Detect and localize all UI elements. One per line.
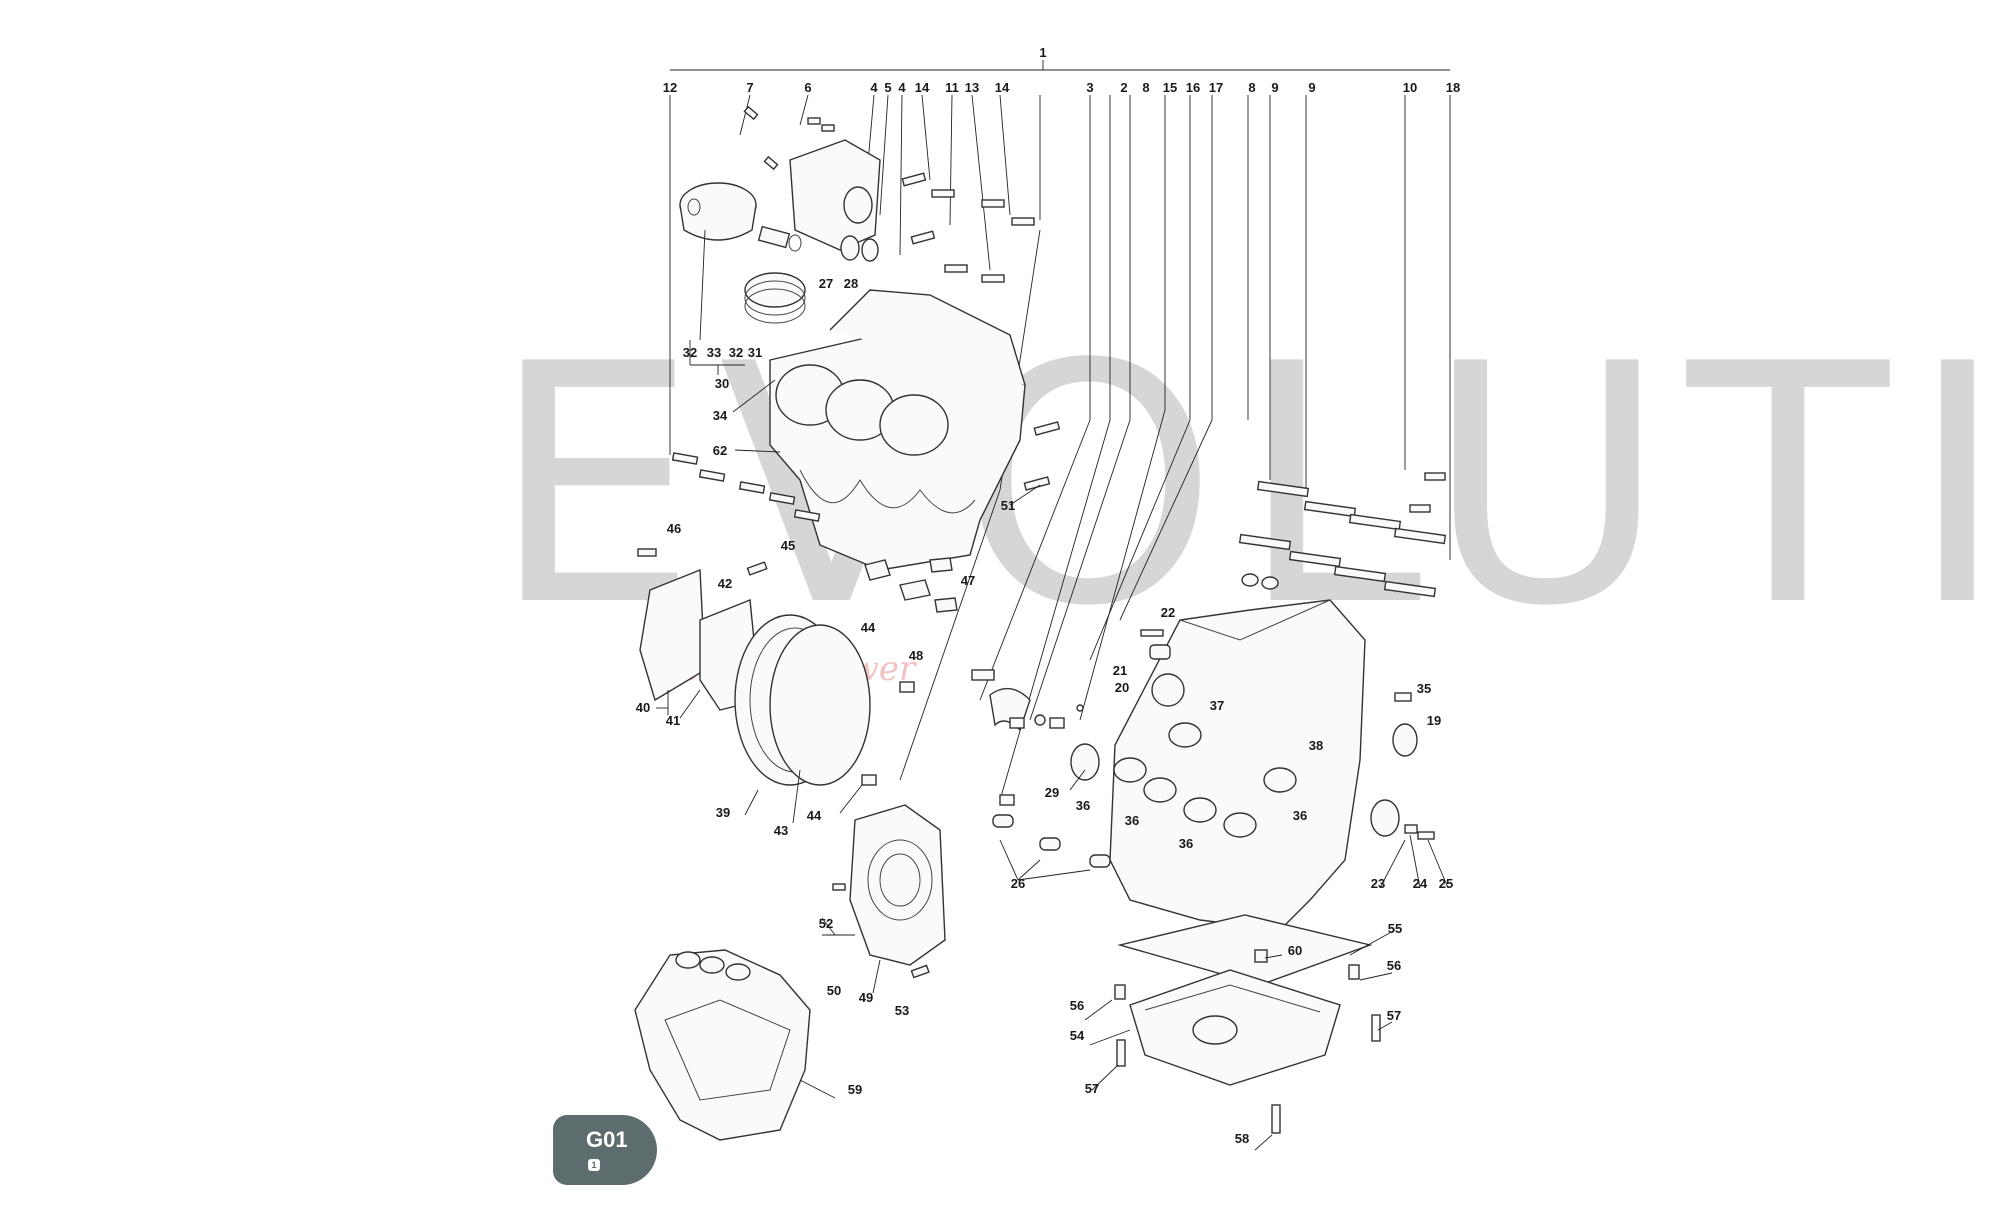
callout-24: 24 [1413,876,1428,891]
crankcase [1034,599,1435,931]
page-code: G01 [586,1127,628,1152]
callout-8a: 8 [1142,80,1149,95]
callout-14b: 14 [995,80,1010,95]
callout-9b: 9 [1308,80,1315,95]
callout-13: 13 [965,80,979,95]
callout-46: 46 [667,521,681,536]
callout-23: 23 [1371,876,1385,891]
callout-25: 25 [1439,876,1453,891]
callout-26: 26 [1011,876,1025,891]
callout-1: 1 [1039,45,1046,60]
callout-10: 10 [1403,80,1417,95]
callout-43: 43 [774,823,788,838]
callout-57b: 57 [1085,1081,1099,1096]
callout-53: 53 [895,1003,909,1018]
callout-36a: 36 [1076,798,1090,813]
clips-group [864,557,958,613]
callout-57a: 57 [1387,1008,1401,1023]
callout-4a: 4 [870,80,878,95]
callout-42: 42 [718,576,732,591]
callout-2: 2 [1120,80,1127,95]
callout-32b: 32 [729,345,743,360]
callout-60: 60 [1288,943,1302,958]
callout-36b: 36 [1125,813,1139,828]
bearing-shells [971,669,1111,868]
top-bracket [670,60,1450,71]
callout-leaders [656,229,1449,1151]
callout-numbers: 1 12 7 6 4 5 4 14 11 13 14 3 2 8 15 16 1… [636,45,1460,1146]
callout-49: 49 [859,990,873,1005]
callout-18: 18 [1446,80,1460,95]
callout-14a: 14 [915,80,930,95]
callout-38: 38 [1309,738,1323,753]
callout-56a: 56 [1387,958,1401,973]
callout-8b: 8 [1248,80,1255,95]
callout-62: 62 [713,443,727,458]
callout-54: 54 [1070,1028,1085,1043]
oil-pan [1114,914,1381,1134]
callout-19: 19 [1427,713,1441,728]
cylinder-block [769,289,1061,571]
head-cover-group [743,105,881,251]
callout-30: 30 [715,376,729,391]
callout-22: 22 [1161,605,1175,620]
callout-20: 20 [1115,680,1129,695]
callout-27: 27 [819,276,833,291]
callout-58: 58 [1235,1131,1249,1146]
alternator-cover [832,804,946,979]
page-code-badge: G01 1 [553,1115,657,1185]
callout-45: 45 [781,538,795,553]
callout-34: 34 [713,408,728,423]
complete-engine [634,949,811,1141]
callout-44a: 44 [861,620,876,635]
callout-33: 33 [707,345,721,360]
callout-55: 55 [1388,921,1402,936]
callout-7: 7 [746,80,753,95]
callout-12: 12 [663,80,677,95]
callout-39: 39 [716,805,730,820]
piston-group [679,182,879,324]
callout-36d: 36 [1179,836,1193,851]
callout-9a: 9 [1271,80,1278,95]
callout-48: 48 [909,648,923,663]
side-cover-group [637,548,915,786]
callout-4b: 4 [898,80,906,95]
callout-52: 52 [819,916,833,931]
bolts-right [1238,472,1447,598]
callout-21: 21 [1113,663,1127,678]
callout-28: 28 [844,276,858,291]
callout-31: 31 [748,345,762,360]
callout-5: 5 [884,80,891,95]
callout-40: 40 [636,700,650,715]
callout-35: 35 [1417,681,1431,696]
callout-36c: 36 [1293,808,1307,823]
callout-16: 16 [1186,80,1200,95]
bolts-left [671,452,821,522]
callout-44b: 44 [807,808,822,823]
callout-32a: 32 [683,345,697,360]
callout-17: 17 [1209,80,1223,95]
callout-37: 37 [1210,698,1224,713]
page-sub-index: 1 [588,1159,600,1171]
bolts-upper [901,172,1035,283]
callout-56b: 56 [1070,998,1084,1013]
callout-6: 6 [804,80,811,95]
callout-51: 51 [1001,498,1015,513]
callout-11: 11 [945,80,959,95]
callout-3: 3 [1086,80,1093,95]
leader-lines [669,94,1451,801]
callout-47: 47 [961,573,975,588]
callout-50: 50 [827,983,841,998]
callout-41: 41 [666,713,680,728]
callout-15: 15 [1163,80,1177,95]
callout-59: 59 [848,1082,862,1097]
callout-29: 29 [1045,785,1059,800]
